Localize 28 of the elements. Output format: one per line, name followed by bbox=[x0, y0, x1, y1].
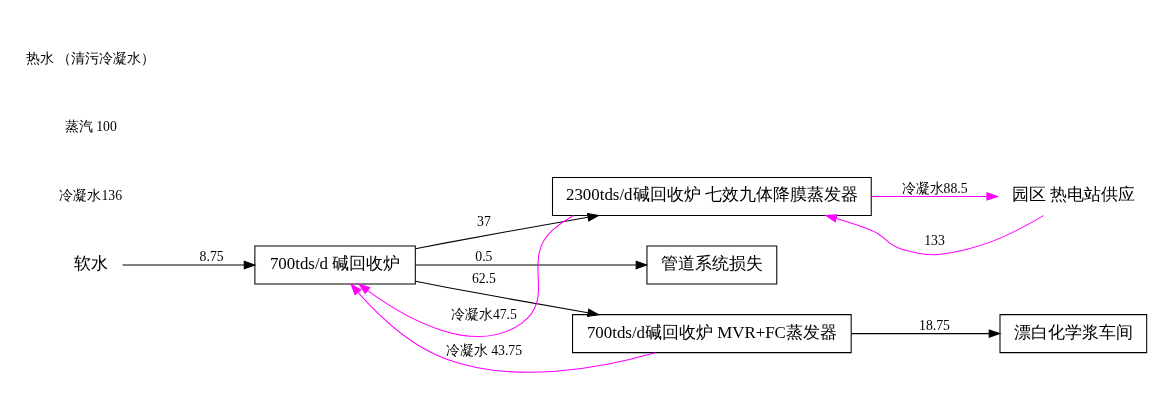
label: 冷凝水136 bbox=[59, 188, 123, 204]
node-text: 园区 热电站供应 bbox=[1011, 185, 1135, 205]
edge-label: 8.75 bbox=[199, 249, 224, 265]
node-box: 管道系统损失 bbox=[646, 245, 778, 285]
edge-label: 62.5 bbox=[471, 271, 496, 287]
node-box: 漂白化学浆车间 bbox=[999, 314, 1148, 354]
arrow bbox=[415, 280, 601, 318]
arrow bbox=[357, 215, 575, 337]
arrow bbox=[121, 260, 257, 270]
edge-label: 冷凝水88.5 bbox=[901, 180, 968, 196]
label: 蒸汽 100 bbox=[64, 119, 117, 135]
node-box: 2300tds/d碱回收炉 七效九体降膜蒸发器 bbox=[551, 176, 872, 216]
edge-label: 冷凝水47.5 bbox=[450, 307, 517, 323]
arrow bbox=[350, 283, 656, 373]
edge-label: 37 bbox=[477, 214, 491, 230]
arrow bbox=[850, 329, 1002, 339]
edge-label: 0.5 bbox=[475, 249, 493, 265]
edge-label: 冷凝水 43.75 bbox=[445, 343, 523, 359]
label: 热水 （清污冷凝水） bbox=[26, 50, 156, 66]
arrow bbox=[871, 192, 1000, 201]
node-text: 软水 bbox=[73, 254, 108, 274]
arrow bbox=[824, 214, 1044, 256]
arrow bbox=[415, 212, 601, 250]
arrow bbox=[415, 260, 649, 270]
edge-label: 133 bbox=[924, 233, 945, 249]
node-box: 700tds/d 碱回收炉 bbox=[254, 245, 416, 285]
node-box: 700tds/d碱回收炉 MVR+FC蒸发器 bbox=[572, 314, 852, 354]
edge-label: 18.75 bbox=[919, 317, 950, 333]
